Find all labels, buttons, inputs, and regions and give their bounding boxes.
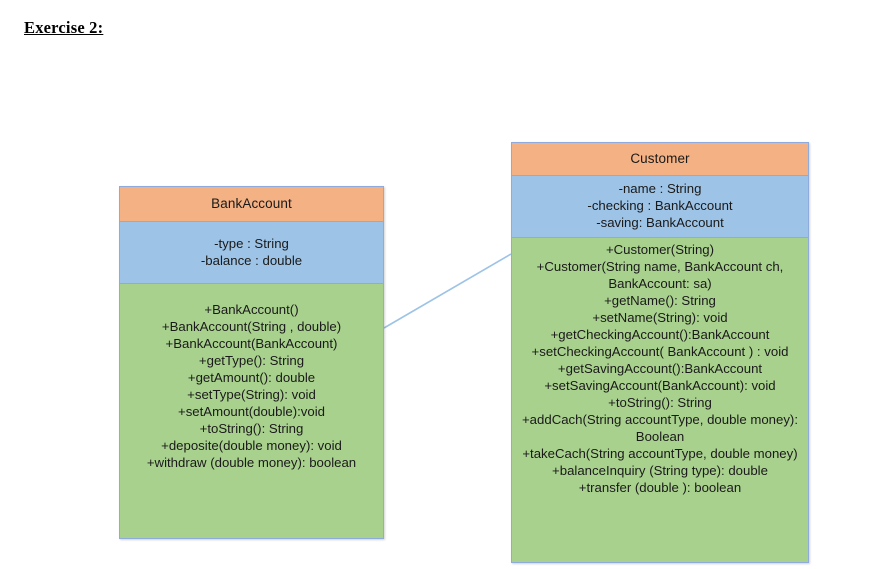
attribute-row: -balance : double: [200, 253, 303, 268]
method-row: +BankAccount(): [204, 302, 299, 317]
method-row: +BankAccount(BankAccount): [165, 336, 338, 351]
method-row: +toString(): String: [199, 421, 304, 436]
attributes-compartment-customer: -name : String -checking : BankAccount -…: [512, 176, 808, 238]
uml-class-customer[interactable]: Customer -name : String -checking : Bank…: [511, 142, 809, 563]
method-row: +toString(): String: [608, 395, 712, 410]
method-row: +setSavingAccount(BankAccount): void: [544, 378, 776, 393]
page-title: Exercise 2:: [24, 18, 104, 37]
method-row: +balanceInquiry (String type): double: [552, 463, 768, 478]
class-name-compartment-customer: Customer: [512, 143, 808, 176]
method-row: +takeCach(String accountType, double mon…: [522, 446, 798, 461]
attribute-row: -checking : BankAccount: [587, 198, 733, 213]
attributes-compartment-bankaccount: -type : String -balance : double: [120, 222, 383, 284]
method-row: +deposite(double money): void: [161, 438, 342, 453]
methods-compartment-customer: +Customer(String) +Customer(String name,…: [512, 238, 808, 562]
attribute-row: -name : String: [618, 181, 702, 196]
class-name-customer: Customer: [630, 151, 690, 166]
method-row: +getName(): String: [604, 293, 716, 308]
class-name-bankaccount: BankAccount: [211, 196, 292, 211]
method-row: +withdraw (double money): boolean: [146, 455, 357, 470]
method-row: +setName(String): void: [592, 310, 728, 325]
methods-compartment-bankaccount: +BankAccount() +BankAccount(String , dou…: [120, 284, 383, 538]
uml-class-bankaccount[interactable]: BankAccount -type : String -balance : do…: [119, 186, 384, 539]
method-row: +getType(): String: [198, 353, 305, 368]
class-name-compartment-bankaccount: BankAccount: [120, 187, 383, 222]
method-row: +setCheckingAccount( BankAccount ) : voi…: [531, 344, 789, 359]
method-row: +BankAccount(String , double): [161, 319, 342, 334]
method-row: +getCheckingAccount():BankAccount: [550, 327, 770, 342]
method-row: +Customer(String name, BankAccount ch, B…: [536, 259, 787, 291]
method-row: +setAmount(double):void: [178, 404, 325, 419]
method-row: +Customer(String): [605, 242, 715, 257]
method-row: +addCach(String accountType, double mone…: [521, 412, 802, 444]
attribute-row: -saving: BankAccount: [596, 215, 724, 230]
method-row: +transfer (double ): boolean: [578, 480, 742, 495]
method-row: +getAmount(): double: [187, 370, 316, 385]
method-row: +setType(String): void: [187, 387, 316, 402]
association-line-segment: [383, 253, 512, 329]
method-row: +getSavingAccount():BankAccount: [557, 361, 763, 376]
attribute-row: -type : String: [214, 236, 289, 251]
